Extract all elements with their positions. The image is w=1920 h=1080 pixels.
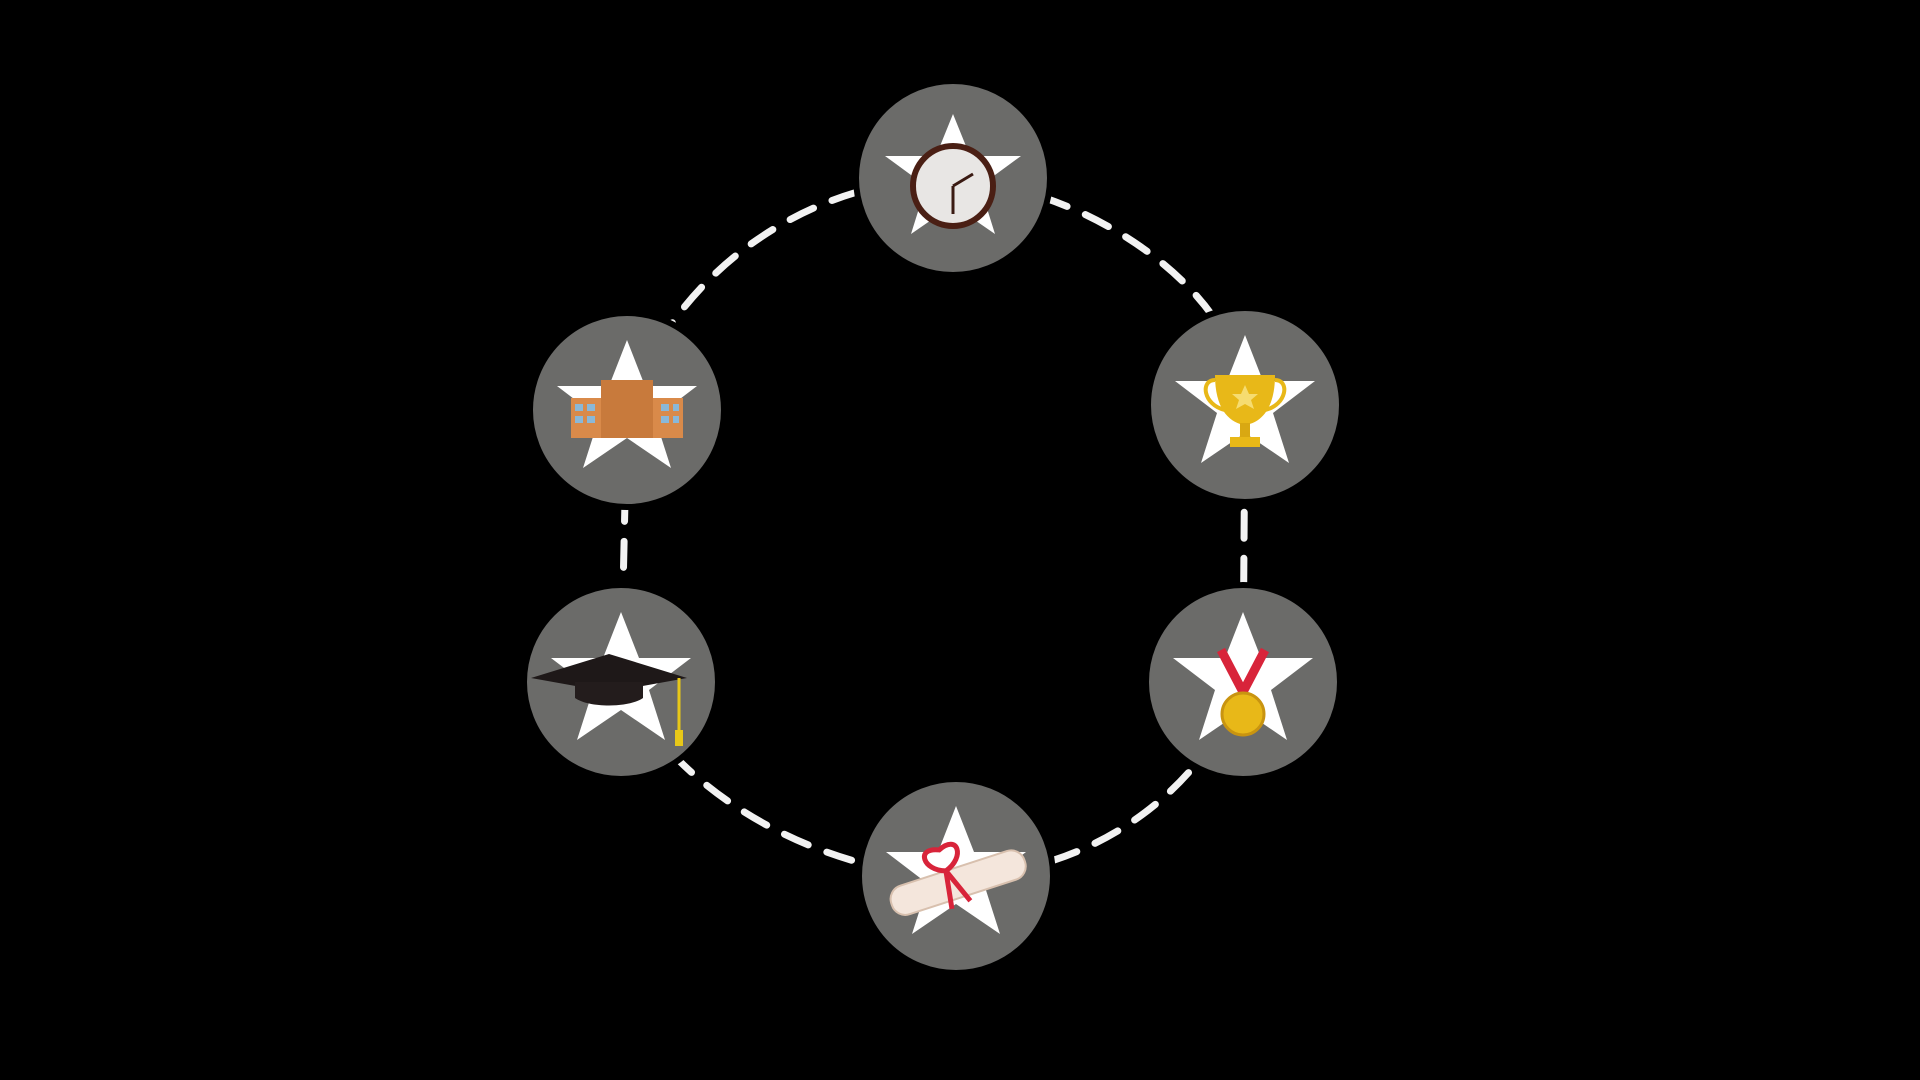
diploma-scroll-icon [889, 841, 1027, 916]
node-medal [1143, 582, 1343, 782]
graduation-cap-icon [531, 654, 687, 746]
dashed-ring [617, 174, 1249, 880]
node-clock [853, 78, 1053, 278]
star-icon [1173, 612, 1313, 740]
medal-icon [1217, 647, 1269, 737]
trophy-icon [1203, 375, 1287, 447]
node-trophy [1145, 305, 1345, 505]
clock-icon [910, 143, 996, 229]
node-diploma [856, 776, 1056, 976]
node-graduation-cap [521, 582, 721, 782]
node-school-building [527, 310, 727, 510]
school-building-icon [571, 380, 683, 438]
